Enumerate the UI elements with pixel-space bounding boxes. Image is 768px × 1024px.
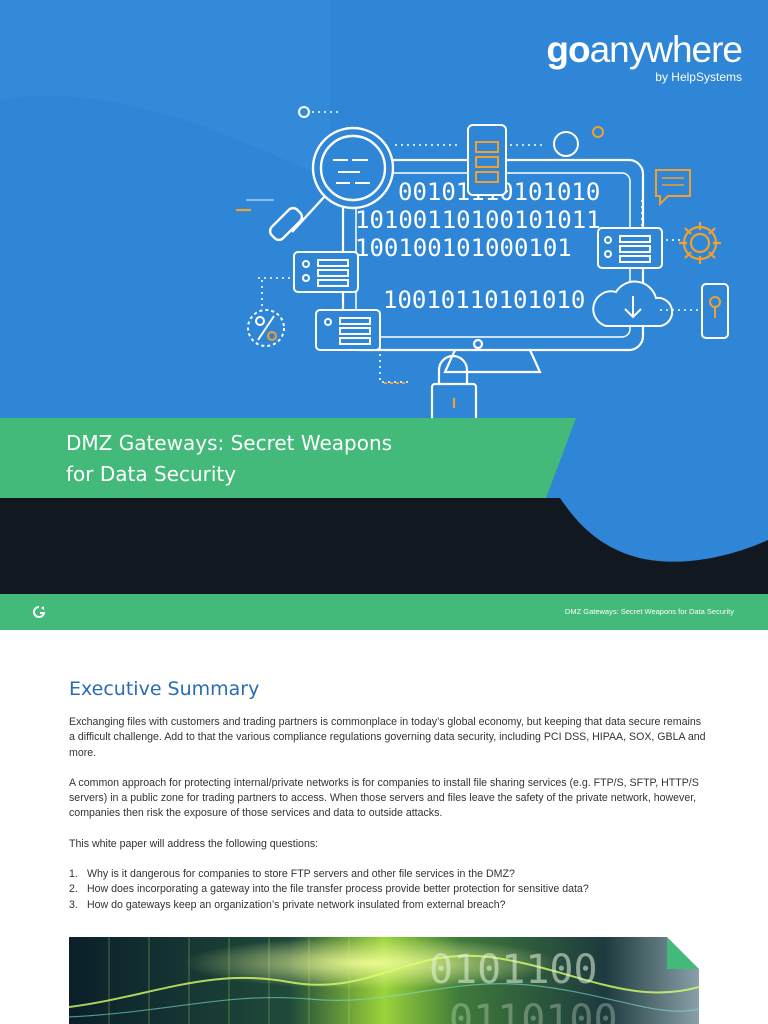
phone-icon	[467, 124, 507, 196]
cloud-download-icon	[592, 280, 674, 327]
running-title: DMZ Gateways: Secret Weapons for Data Se…	[564, 607, 734, 616]
magnifier-icon	[268, 126, 395, 242]
gear-icon	[679, 222, 721, 264]
goanywhere-logo: goanywhere by HelpSystems	[546, 29, 743, 85]
list-text: How does incorporating a gateway into th…	[87, 883, 589, 896]
list-text: Why is it dangerous for companies to sto…	[87, 868, 515, 881]
executive-summary-section: Executive Summary Exchanging files with …	[69, 676, 709, 913]
image-digits-2: 0110100	[449, 997, 618, 1024]
goanywhere-mark-icon	[33, 606, 45, 618]
binary-row-4: 10010110101010	[383, 286, 585, 314]
list-number: 3.	[69, 898, 78, 911]
logo-bold: go	[546, 29, 590, 70]
list-item: 2. How does incorporating a gateway into …	[69, 882, 709, 897]
cover-page: 00101110101010 1010011010010101​1 100100…	[0, 0, 768, 594]
cover-title: DMZ Gateways: Secret Weapons for Data Se…	[66, 428, 536, 490]
logo-tagline: by HelpSystems	[655, 70, 742, 84]
section-heading: Executive Summary	[69, 678, 260, 700]
binary-row-2: 1010011010010101​1	[355, 206, 601, 234]
image-digits: 0101100	[429, 947, 598, 993]
chat-icon	[655, 169, 691, 207]
cover-title-line-1: DMZ Gateways: Secret Weapons	[66, 431, 393, 455]
cover-title-line-2: for Data Security	[66, 462, 237, 486]
percent-icon	[247, 309, 285, 347]
page-header-strip: DMZ Gateways: Secret Weapons for Data Se…	[0, 594, 768, 630]
logo-rest: anywhere	[589, 29, 743, 70]
binary-wave-image: 0101100 0110100	[69, 937, 699, 1024]
server-icon	[293, 227, 663, 351]
list-item: 3. How do gateways keep an organization’s…	[69, 898, 709, 913]
binary-row-3: 1001001010001​01	[355, 234, 572, 262]
questions-list: 1. Why is it dangerous for companies to s…	[69, 867, 709, 913]
paragraph-2: A common approach for protecting interna…	[69, 776, 699, 820]
paragraph-3: This white paper will address the follow…	[69, 837, 319, 850]
mobile-location-icon	[701, 283, 729, 339]
list-text: How do gateways keep an organization’s p…	[87, 898, 506, 911]
list-number: 2.	[69, 883, 78, 896]
page-corner-icon	[667, 937, 699, 969]
cover-illustration: 00101110101010 1010011010010101​1 100100…	[0, 0, 768, 562]
list-item: 1. Why is it dangerous for companies to s…	[69, 867, 709, 882]
list-number: 1.	[69, 868, 78, 881]
paragraph-1: Exchanging files with customers and trad…	[69, 716, 706, 759]
